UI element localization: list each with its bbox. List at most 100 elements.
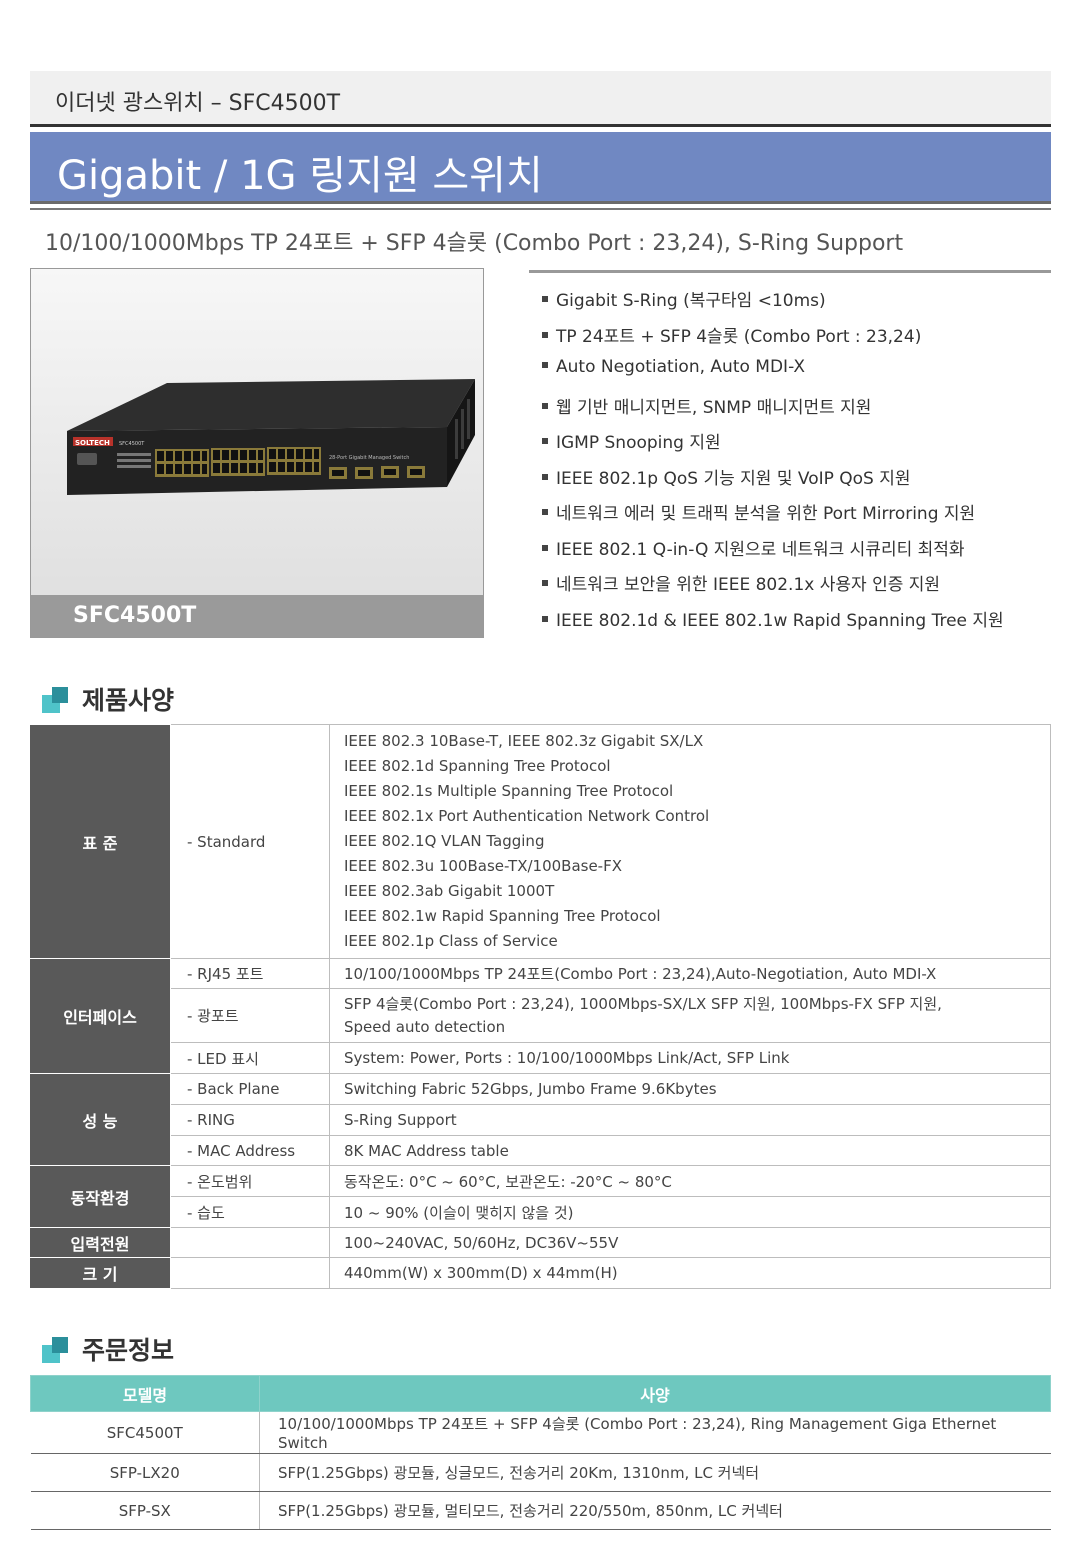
spec-value: 440mm(W) x 300mm(D) x 44mm(H) — [329, 1257, 1051, 1289]
order-header-spec: 사양 — [259, 1375, 1051, 1412]
standard-line: IEEE 802.3u 100Base-TX/100Base-FX — [344, 857, 622, 876]
standard-line: IEEE 802.3 10Base-T, IEEE 802.3z Gigabit… — [344, 731, 704, 750]
spec-row-standard: 표 준 - Standard IEEE 802.3 10Base-T, IEEE… — [30, 724, 1051, 959]
bullet-icon — [542, 296, 548, 302]
spec-row: - MAC Address 8K MAC Address table — [30, 1135, 1051, 1166]
standard-line: IEEE 802.1Q VLAN Tagging — [344, 831, 545, 850]
spec-subcategory: - 온도범위 — [170, 1165, 330, 1197]
product-photo: SOLTECH SFC4500T 28-Port Gigabit Managed… — [30, 268, 484, 638]
photo-caption: SFC4500T — [73, 603, 197, 628]
spec-value: Switching Fabric 52Gbps, Jumbo Frame 9.6… — [329, 1073, 1051, 1105]
standard-line: IEEE 802.1d Spanning Tree Protocol — [344, 756, 611, 775]
features-divider — [529, 270, 1051, 273]
spec-row: 동작환경 - 온도범위 동작온도: 0°C ~ 60°C, 보관온도: -20°… — [30, 1165, 1051, 1228]
feature-item: IEEE 802.1d & IEEE 802.1w Rapid Spanning… — [542, 606, 1004, 642]
order-row: SFP-SX SFP(1.25Gbps) 광모듈, 멀티모드, 전송거리 220… — [30, 1491, 1051, 1530]
order-model: SFC4500T — [30, 1411, 260, 1454]
section-square-icon — [42, 1337, 68, 1363]
spec-value: 동작온도: 0°C ~ 60°C, 보관온도: -20°C ~ 80°C — [329, 1165, 1051, 1197]
standard-line: IEEE 802.1w Rapid Spanning Tree Protocol — [344, 907, 661, 926]
spec-value: S-Ring Support — [329, 1104, 1051, 1136]
feature-list: Gigabit S-Ring (복구타임 <10ms) TP 24포트 + SF… — [542, 286, 1004, 641]
standard-line: IEEE 802.1s Multiple Spanning Tree Proto… — [344, 781, 674, 800]
device-brand-text: SOLTECH — [75, 439, 110, 447]
spec-section-title: 제품사양 — [82, 686, 175, 715]
spec-subcategory: - MAC Address — [170, 1135, 330, 1166]
bullet-icon — [542, 509, 548, 515]
header-title: 이더넷 광스위치 – SFC4500T — [55, 91, 341, 116]
spec-subcategory: - RING — [170, 1104, 330, 1136]
spec-value: 10/100/1000Mbps TP 24포트(Combo Port : 23,… — [329, 958, 1051, 989]
title-divider — [30, 208, 1051, 210]
device-model-text: SFC4500T — [119, 441, 145, 447]
bullet-icon — [542, 331, 548, 338]
page-title: Gigabit / 1G 링지원 스위치 — [57, 153, 543, 199]
spec-value: 100~240VAC, 50/60Hz, DC36V~55V — [329, 1227, 1051, 1258]
spec-row: 인터페이스 - RJ45 포트 10/100/1000Mbps TP 24포트(… — [30, 958, 1051, 1074]
bullet-icon — [542, 615, 548, 622]
spec-subcategory-empty — [170, 1257, 330, 1289]
spec-row: - LED 표시 System: Power, Ports : 10/100/1… — [30, 1042, 1051, 1074]
order-row: SFP-LX20 SFP(1.25Gbps) 광모듈, 싱글모드, 전송거리 2… — [30, 1453, 1051, 1492]
bullet-icon — [542, 544, 548, 551]
spec-subcategory: - 습도 — [170, 1196, 330, 1228]
feature-item: 네트워크 에러 및 트래픽 분석을 위한 Port Mirroring 지원 — [542, 499, 1004, 535]
order-header-model: 모델명 — [30, 1375, 260, 1412]
document-header: 이더넷 광스위치 – SFC4500T — [30, 71, 1051, 127]
spec-row: 크 기 440mm(W) x 300mm(D) x 44mm(H) — [30, 1257, 1051, 1289]
feature-item: Gigabit S-Ring (복구타임 <10ms) — [542, 286, 1004, 322]
bullet-icon — [542, 580, 548, 586]
section-square-icon — [42, 687, 68, 713]
order-header-row: 모델명 사양 — [30, 1375, 1051, 1412]
order-model: SFP-SX — [30, 1491, 260, 1530]
feature-item: 웹 기반 매니지먼트, SNMP 매니지먼트 지원 — [542, 393, 1004, 429]
spec-category: 동작환경 — [30, 1165, 171, 1228]
spec-value: 8K MAC Address table — [329, 1135, 1051, 1166]
spec-value: SFP 4슬롯(Combo Port : 23,24), 1000Mbps-SX… — [329, 988, 1051, 1043]
spec-category: 인터페이스 — [30, 958, 171, 1074]
order-section-title: 주문정보 — [82, 1336, 175, 1365]
bullet-icon — [542, 473, 548, 480]
spec-row: - RING S-Ring Support — [30, 1104, 1051, 1136]
spec-subcategory: - LED 표시 — [170, 1042, 330, 1074]
order-spec: 10/100/1000Mbps TP 24포트 + SFP 4슬롯 (Combo… — [259, 1411, 1051, 1454]
standard-line: IEEE 802.1x Port Authentication Network … — [344, 806, 710, 825]
spec-category: 성 능 — [30, 1073, 171, 1166]
spec-row: 성 능 - Back Plane Switching Fabric 52Gbps… — [30, 1073, 1051, 1166]
spec-subcategory: - RJ45 포트 — [170, 958, 330, 989]
spec-value: IEEE 802.3 10Base-T, IEEE 802.3z Gigabit… — [329, 724, 1051, 959]
spec-row: 입력전원 100~240VAC, 50/60Hz, DC36V~55V — [30, 1227, 1051, 1258]
spec-category: 크 기 — [30, 1257, 171, 1289]
switch-device-image: SOLTECH SFC4500T 28-Port Gigabit Managed… — [67, 379, 475, 495]
spec-table: 표 준 - Standard IEEE 802.3 10Base-T, IEEE… — [30, 724, 1051, 1289]
standard-line: IEEE 802.1p Class of Service — [344, 932, 558, 951]
spec-value-line: SFP 4슬롯(Combo Port : 23,24), 1000Mbps-SX… — [344, 994, 942, 1013]
spec-value: 10 ~ 90% (이슬이 맺히지 않을 것) — [329, 1196, 1051, 1228]
spec-subcategory: - Back Plane — [170, 1073, 330, 1105]
order-table: 모델명 사양 SFC4500T 10/100/1000Mbps TP 24포트 … — [30, 1375, 1051, 1530]
product-subtitle: 10/100/1000Mbps TP 24포트 + SFP 4슬롯 (Combo… — [45, 231, 904, 256]
order-spec: SFP(1.25Gbps) 광모듈, 싱글모드, 전송거리 20Km, 1310… — [259, 1453, 1051, 1492]
device-label-text: 28-Port Gigabit Managed Switch — [329, 455, 409, 461]
spec-category: 입력전원 — [30, 1227, 171, 1258]
order-spec: SFP(1.25Gbps) 광모듈, 멀티모드, 전송거리 220/550m, … — [259, 1491, 1051, 1530]
feature-item: 네트워크 보안을 위한 IEEE 802.1x 사용자 인증 지원 — [542, 570, 1004, 606]
feature-item: TP 24포트 + SFP 4슬롯 (Combo Port : 23,24) — [542, 322, 1004, 358]
feature-item: IGMP Snooping 지원 — [542, 428, 1004, 464]
spec-value-line: Speed auto detection — [344, 1017, 506, 1036]
spec-subcategory: - 광포트 — [170, 988, 330, 1043]
spec-row: - 습도 10 ~ 90% (이슬이 맺히지 않을 것) — [30, 1196, 1051, 1228]
order-row: SFC4500T 10/100/1000Mbps TP 24포트 + SFP 4… — [30, 1411, 1051, 1454]
spec-subcategory-empty — [170, 1227, 330, 1258]
bullet-icon — [542, 362, 548, 368]
spec-category: 표 준 — [30, 724, 171, 959]
standard-line: IEEE 802.3ab Gigabit 1000T — [344, 882, 555, 901]
spec-subcategory: - Standard — [170, 724, 330, 959]
spec-value: System: Power, Ports : 10/100/1000Mbps L… — [329, 1042, 1051, 1074]
order-model: SFP-LX20 — [30, 1453, 260, 1492]
title-band: Gigabit / 1G 링지원 스위치 — [30, 132, 1051, 204]
feature-item: IEEE 802.1p QoS 기능 지원 및 VoIP QoS 지원 — [542, 464, 1004, 500]
bullet-icon — [542, 402, 548, 409]
feature-item: Auto Negotiation, Auto MDI-X — [542, 357, 1004, 393]
spec-row: - 광포트 SFP 4슬롯(Combo Port : 23,24), 1000M… — [30, 988, 1051, 1043]
